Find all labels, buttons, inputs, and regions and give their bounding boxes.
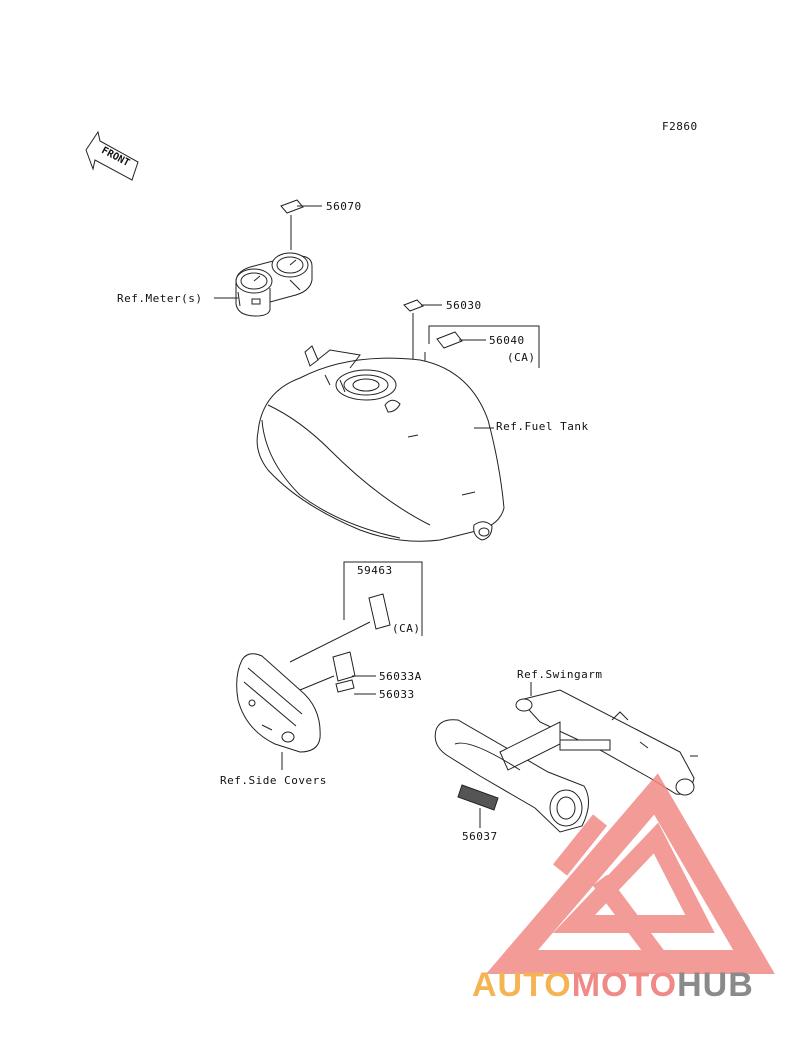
label-56033-stickers	[299, 651, 376, 695]
label-59463-sticker	[289, 561, 423, 663]
part-number-59463: 59463	[357, 564, 393, 577]
front-arrow-icon: FRONT	[85, 130, 139, 181]
part-number-56040: 56040	[489, 334, 525, 347]
part-number-56070: 56070	[326, 200, 362, 213]
part-number-56030: 56030	[446, 299, 482, 312]
ref-swingarm-label: Ref.Swingarm	[517, 668, 602, 681]
watermark-moto: MOTO	[572, 966, 677, 1004]
automotohub-logo-icon	[485, 773, 775, 974]
meter-assembly	[235, 215, 313, 317]
label-56070-sticker	[280, 199, 322, 214]
ref-side-covers-label: Ref.Side Covers	[220, 774, 327, 787]
ca-note-2: (CA)	[392, 622, 421, 635]
ref-meter-label: Ref.Meter(s)	[117, 292, 202, 305]
swingarm	[434, 689, 698, 833]
watermark-auto: AUTO	[472, 966, 572, 1004]
label-56037-sticker	[457, 784, 499, 828]
ca-note-1: (CA)	[507, 351, 536, 364]
ref-fuel-tank-label: Ref.Fuel Tank	[496, 420, 589, 433]
diagram-code: F2860	[662, 120, 698, 133]
watermark-text: AUTOMOTOHUB	[472, 966, 754, 1004]
label-56040-sticker	[424, 325, 540, 385]
fuel-tank	[256, 345, 505, 542]
watermark-hub: HUB	[677, 966, 754, 1004]
part-number-56033a: 56033A	[379, 670, 422, 683]
side-cover	[236, 653, 321, 753]
part-number-56037: 56037	[462, 830, 498, 843]
part-number-56033: 56033	[379, 688, 415, 701]
